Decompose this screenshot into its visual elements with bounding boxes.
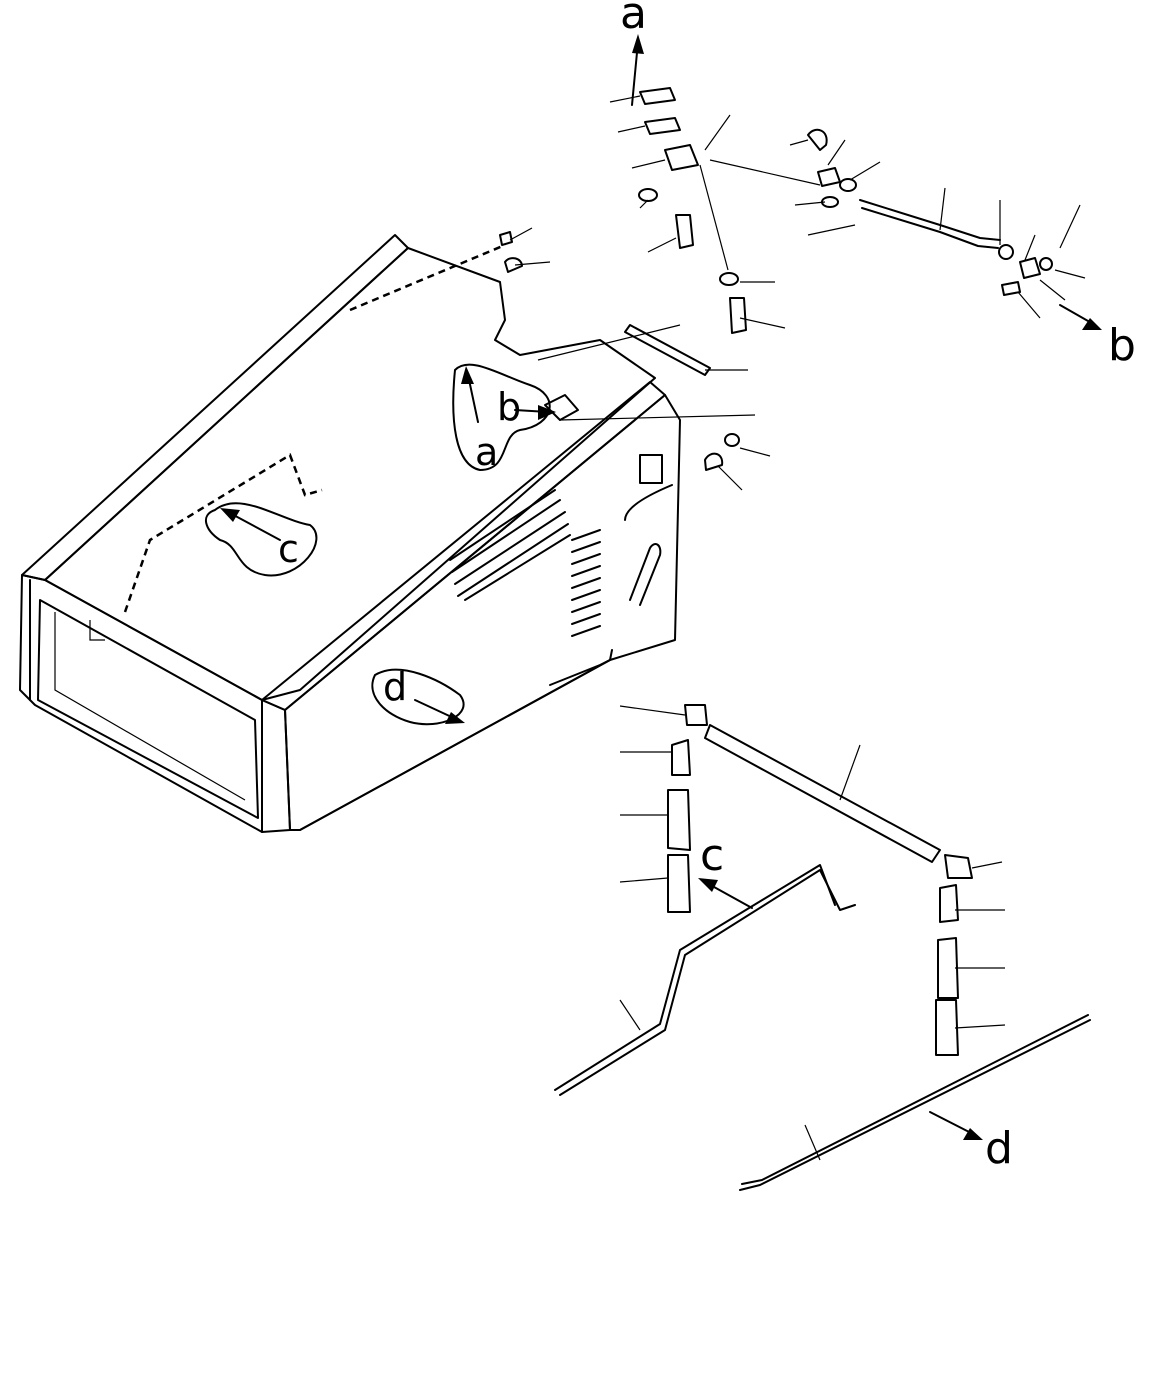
engine-hood-assembly xyxy=(19,234,681,833)
callout-b-right: b xyxy=(1108,320,1136,371)
callout-labels: a b a b c d c d xyxy=(278,0,1136,1174)
callout-c-hood: c xyxy=(278,527,299,571)
latch-parts xyxy=(499,34,1102,491)
seal-parts xyxy=(554,704,1091,1191)
callout-a-hood: a xyxy=(475,430,498,474)
callout-d-lower: d xyxy=(985,1123,1013,1174)
callout-d-hood: d xyxy=(383,665,407,709)
callout-b-hood: b xyxy=(497,385,521,429)
louver-slots xyxy=(449,489,571,601)
vent-grille xyxy=(571,529,601,637)
callout-c-lower: c xyxy=(700,830,724,881)
callout-a-top: a xyxy=(620,0,647,39)
